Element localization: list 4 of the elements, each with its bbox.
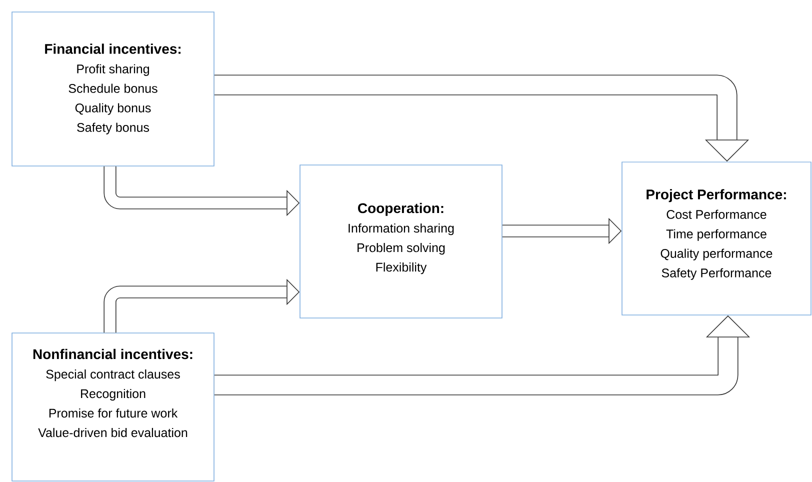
text-box: Project Performance: Cost Performance Time performance Quality performance Safety Performance — [622, 162, 812, 316]
text-box: Nonfinancial incentives: Special contract clauses Recognition Promise for future work Value-driven bid evaluation — [12, 332, 214, 482]
text-box: Cooperation: Information sharing Problem solving Flexibility — [300, 164, 502, 318]
text-box: Financial incentives: Profit sharing Schedule bonus Quality bonus Safety bonus — [12, 12, 214, 166]
